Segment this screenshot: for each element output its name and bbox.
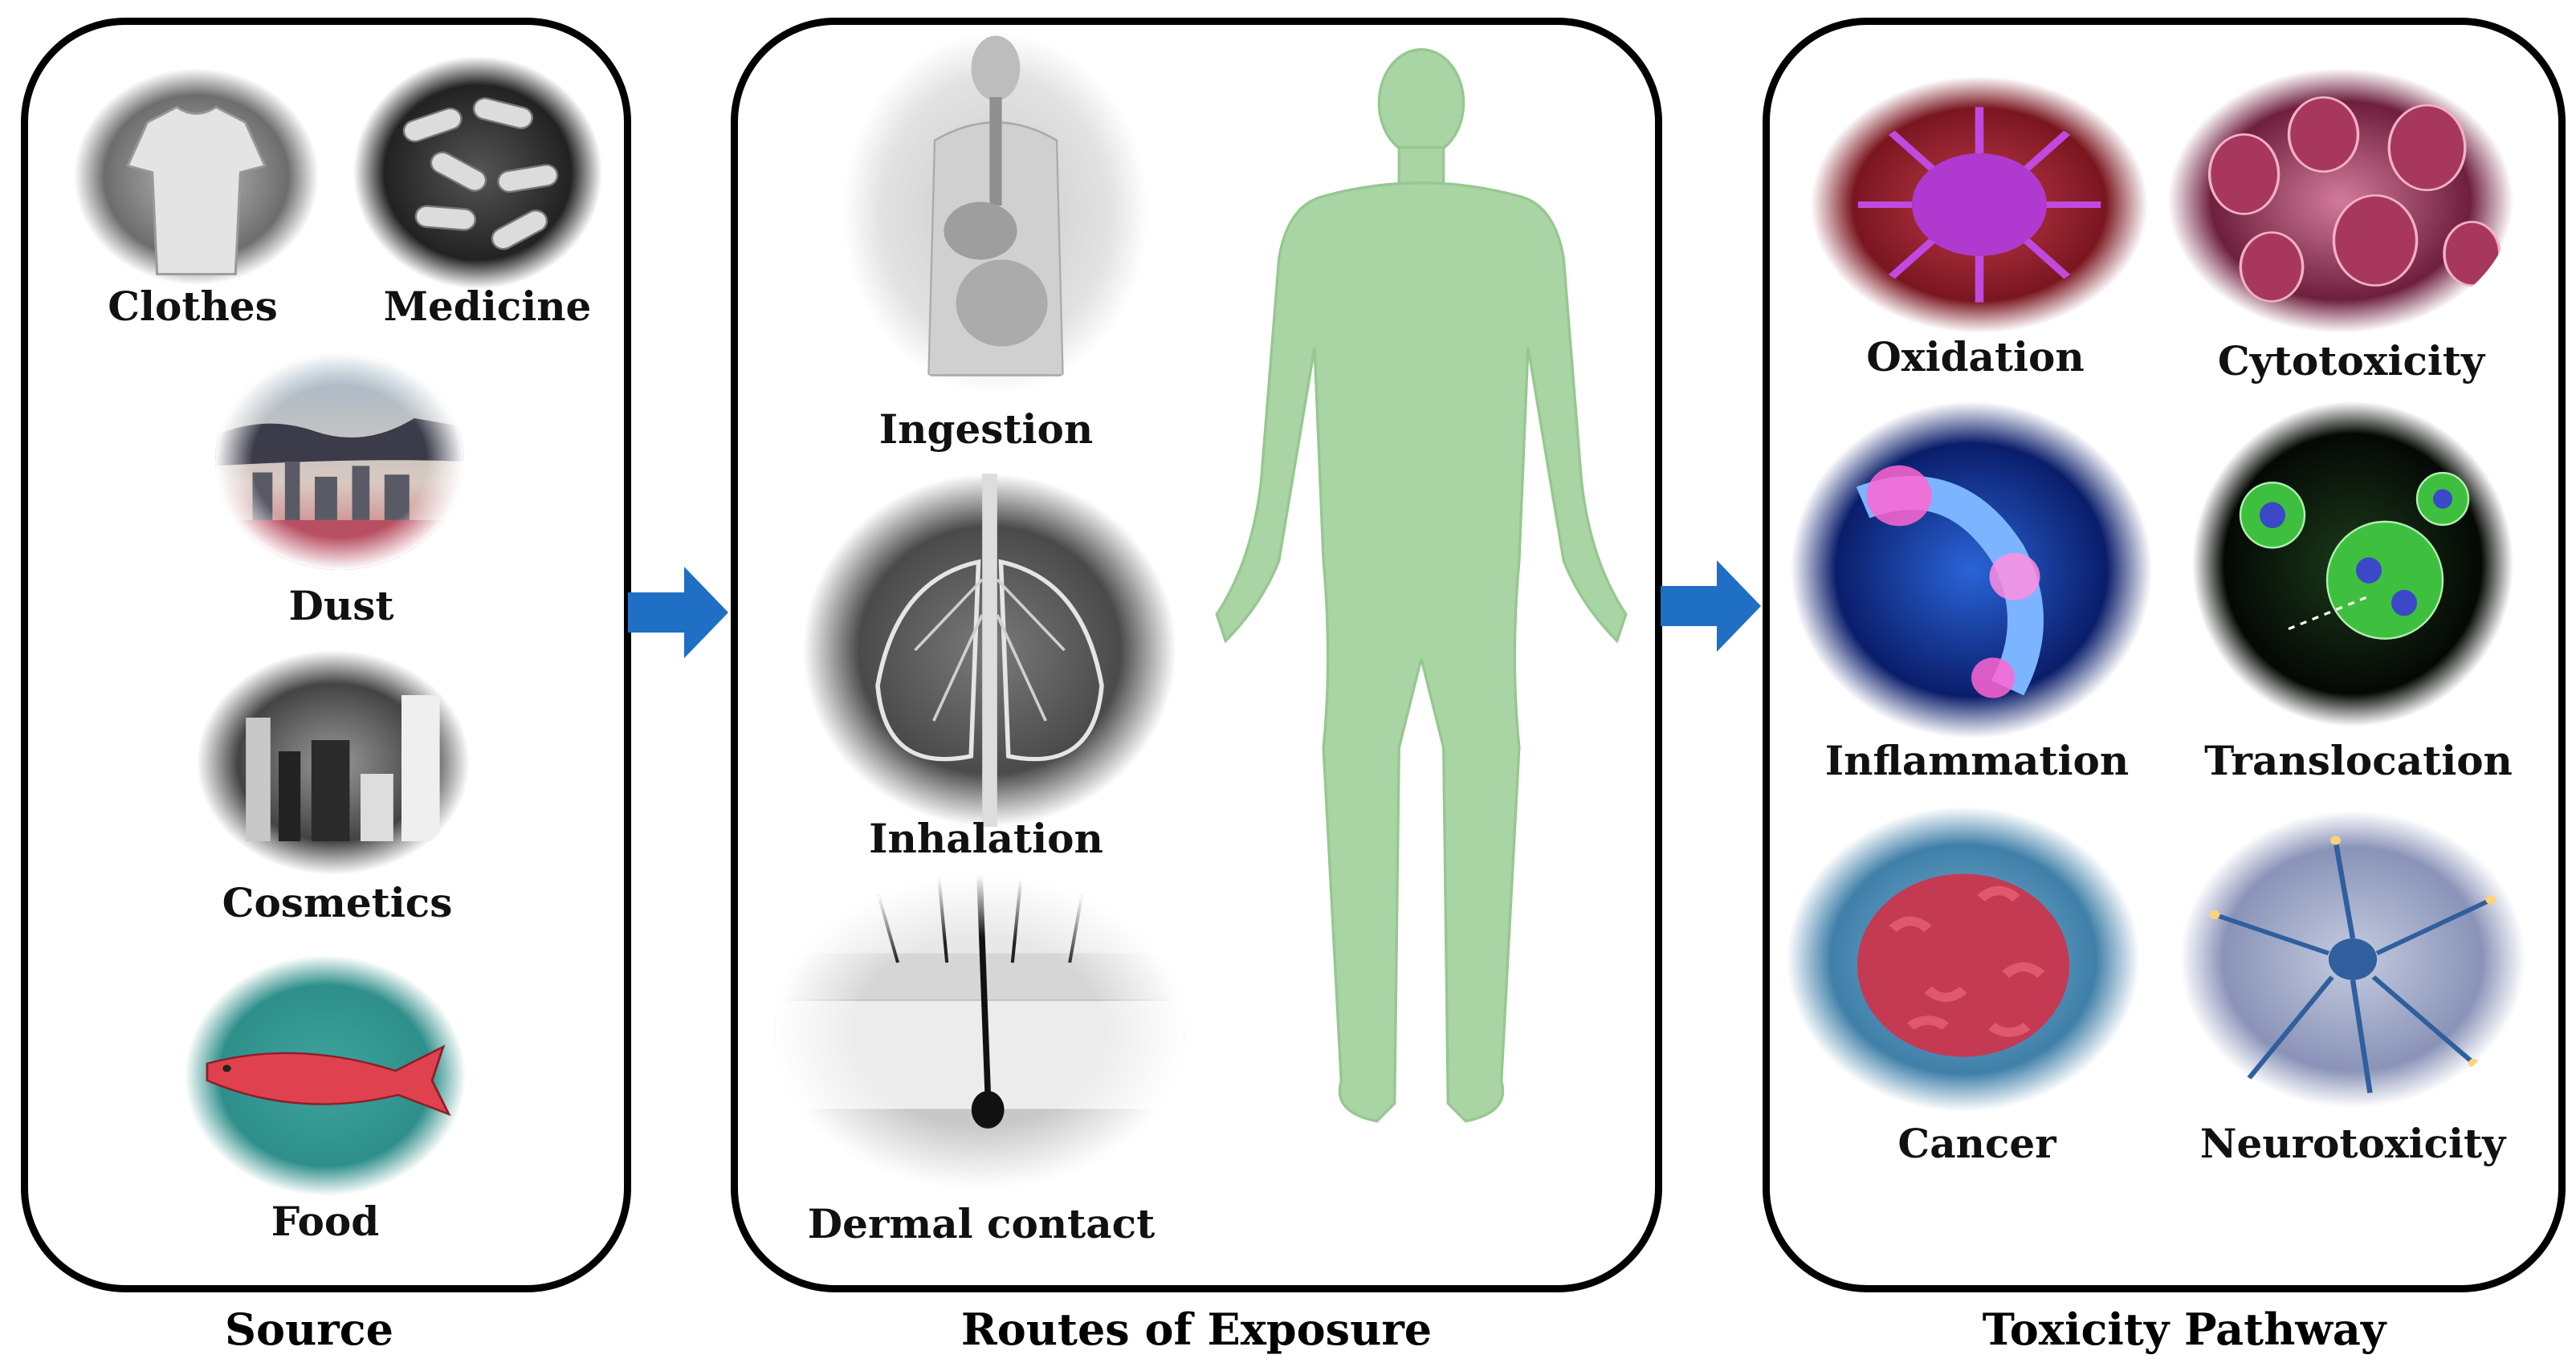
source-label-food: Food (271, 1198, 380, 1245)
source-label-cosmetics: Cosmetics (222, 879, 453, 926)
source-label-medicine: Medicine (383, 283, 592, 330)
toxicity-title: Toxicity Pathway (1982, 1304, 2386, 1355)
tox-label-inflammation: Inflammation (1824, 737, 2130, 784)
cytotoxicity-image (2168, 68, 2513, 333)
dust-image (215, 353, 464, 570)
dermal-image (775, 875, 1184, 1188)
tox-label-cytotoxicity: Cytotoxicity (2217, 337, 2485, 384)
tox-label-cancer: Cancer (1897, 1120, 2056, 1167)
route-label-inhalation: Inhalation (869, 815, 1103, 862)
arrow-right-icon (1661, 560, 1761, 652)
neurotoxicity-image (2180, 811, 2525, 1108)
routes-title: Routes of Exposure (960, 1304, 1433, 1355)
human-body-silhouette (1215, 47, 1628, 1123)
inflammation-image (1791, 401, 2152, 738)
cosmetics-image (197, 650, 470, 875)
route-label-dermal: Dermal contact (807, 1200, 1156, 1247)
tox-label-neurotoxicity: Neurotoxicity (2199, 1120, 2506, 1167)
tox-label-translocation: Translocation (2204, 737, 2513, 784)
route-label-ingestion: Ingestion (878, 405, 1094, 453)
source-label-dust: Dust (288, 582, 394, 629)
inhalation-image (803, 474, 1176, 827)
clothes-image (74, 68, 319, 285)
oxidation-image (1811, 76, 2148, 333)
cancer-image (1787, 807, 2140, 1112)
medicine-image (353, 56, 602, 289)
ingestion-image (843, 32, 1148, 393)
food-image (185, 955, 466, 1196)
arrow-right-icon (628, 567, 728, 658)
tox-label-oxidation: Oxidation (1866, 333, 2085, 380)
source-label-clothes: Clothes (108, 283, 278, 330)
source-title: Source (225, 1304, 393, 1355)
translocation-image (2192, 401, 2513, 726)
